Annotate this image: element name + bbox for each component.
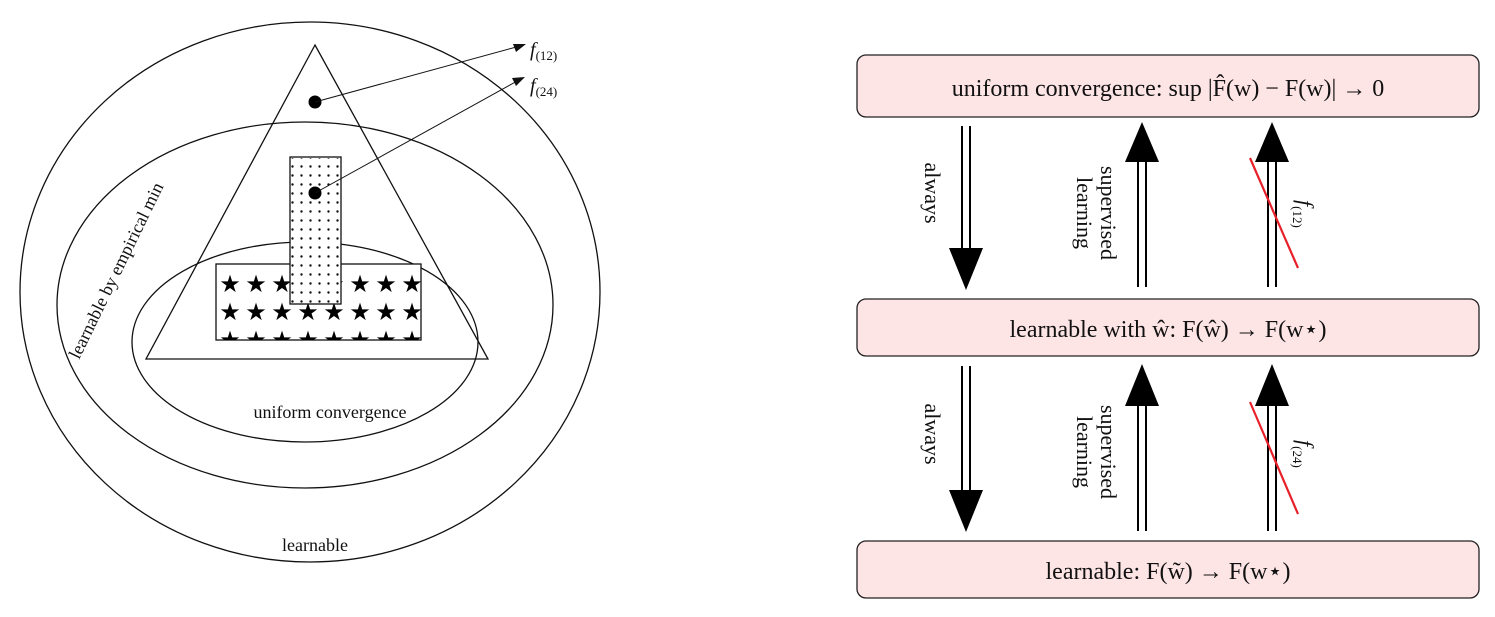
- svg-text:f(12): f(12): [530, 39, 557, 63]
- callout-f24-letter: f: [530, 75, 538, 97]
- callout-f24-subscript: (24): [536, 84, 558, 99]
- label-learnable-by-empirical-min: learnable by empirical min: [65, 179, 168, 362]
- box-learnable-text: learnable: F(w̃) → F(w⋆): [1046, 559, 1291, 585]
- star-mark: ★: [245, 298, 267, 326]
- star-mark: ★: [323, 298, 345, 326]
- star-mark: ★: [219, 326, 241, 354]
- star-mark: ★: [375, 298, 397, 326]
- star-mark: ★: [245, 270, 267, 298]
- callout-arrow-f24: [314, 77, 525, 194]
- star-mark: ★: [375, 326, 397, 354]
- star-mark: ★: [245, 326, 267, 354]
- star-mark: ★: [401, 326, 423, 354]
- label-supervised-lower: supervised: [1096, 405, 1121, 499]
- box-learnable: [856, 540, 1480, 599]
- ellipse-learnable: [19, 21, 601, 563]
- arrow-always-lower: [949, 366, 983, 532]
- flow-diagram: uniform convergence: sup |F̂(w) − F(w)| …: [856, 54, 1480, 599]
- cross-line-f12: [1248, 157, 1300, 269]
- label-f24-lower: f(24): [1290, 440, 1318, 468]
- triangle-region: [144, 43, 490, 360]
- dotted-rectangle: [289, 156, 342, 305]
- arrow-f12-crossed: [1248, 122, 1300, 287]
- star-mark: ★: [297, 326, 319, 354]
- label-learning-lower: learning: [1072, 416, 1097, 488]
- star-mark: ★: [349, 270, 371, 298]
- arrow-always-upper: [949, 126, 983, 290]
- star-mark: ★: [297, 298, 319, 326]
- arrow-supervised-lower: [1125, 364, 1159, 531]
- svg-text:f(24): f(24): [530, 75, 557, 99]
- callout-f12-subscript: (12): [536, 48, 558, 63]
- cross-line-f24: [1248, 401, 1300, 515]
- star-mark: ★: [219, 298, 241, 326]
- box-learnable-with-w-hat: [856, 298, 1480, 357]
- label-learnable: learnable: [282, 535, 348, 555]
- callout-arrow-f12: [314, 44, 526, 103]
- label-supervised-upper: supervised: [1096, 166, 1121, 260]
- star-mark: ★: [375, 270, 397, 298]
- label-learning-upper: learning: [1072, 177, 1097, 249]
- ellipse-learnable-by-empirical-min: [56, 121, 554, 489]
- label-uniform-convergence: uniform convergence: [253, 402, 406, 422]
- arrow-f24-crossed: [1248, 364, 1300, 531]
- star-mark: ★: [323, 326, 345, 354]
- label-f12-upper: f(12): [1290, 200, 1318, 228]
- box-uniform-convergence-text: uniform convergence: sup |F̂(w) − F(w)| …: [952, 74, 1385, 102]
- arrow-supervised-upper: [1125, 122, 1159, 287]
- star-mark: ★: [401, 298, 423, 326]
- label-always-lower: always: [920, 403, 945, 464]
- venn-diagram: ★★★★★★★★★★★★★★★★★★★★★★★★ f(12) f(24) lea…: [19, 21, 601, 563]
- star-mark: ★: [349, 326, 371, 354]
- star-mark: ★: [271, 298, 293, 326]
- star-mark: ★: [219, 270, 241, 298]
- star-mark: ★: [401, 270, 423, 298]
- star-mark: ★: [271, 326, 293, 354]
- star-mark: ★: [349, 298, 371, 326]
- box-learnable-with-w-hat-text: learnable with ŵ: F(ŵ) → F(w⋆): [1010, 317, 1327, 343]
- callout-f12-letter: f: [530, 39, 538, 61]
- box-uniform-convergence: [856, 54, 1480, 118]
- star-mark: ★: [271, 270, 293, 298]
- label-always-upper: always: [920, 162, 945, 223]
